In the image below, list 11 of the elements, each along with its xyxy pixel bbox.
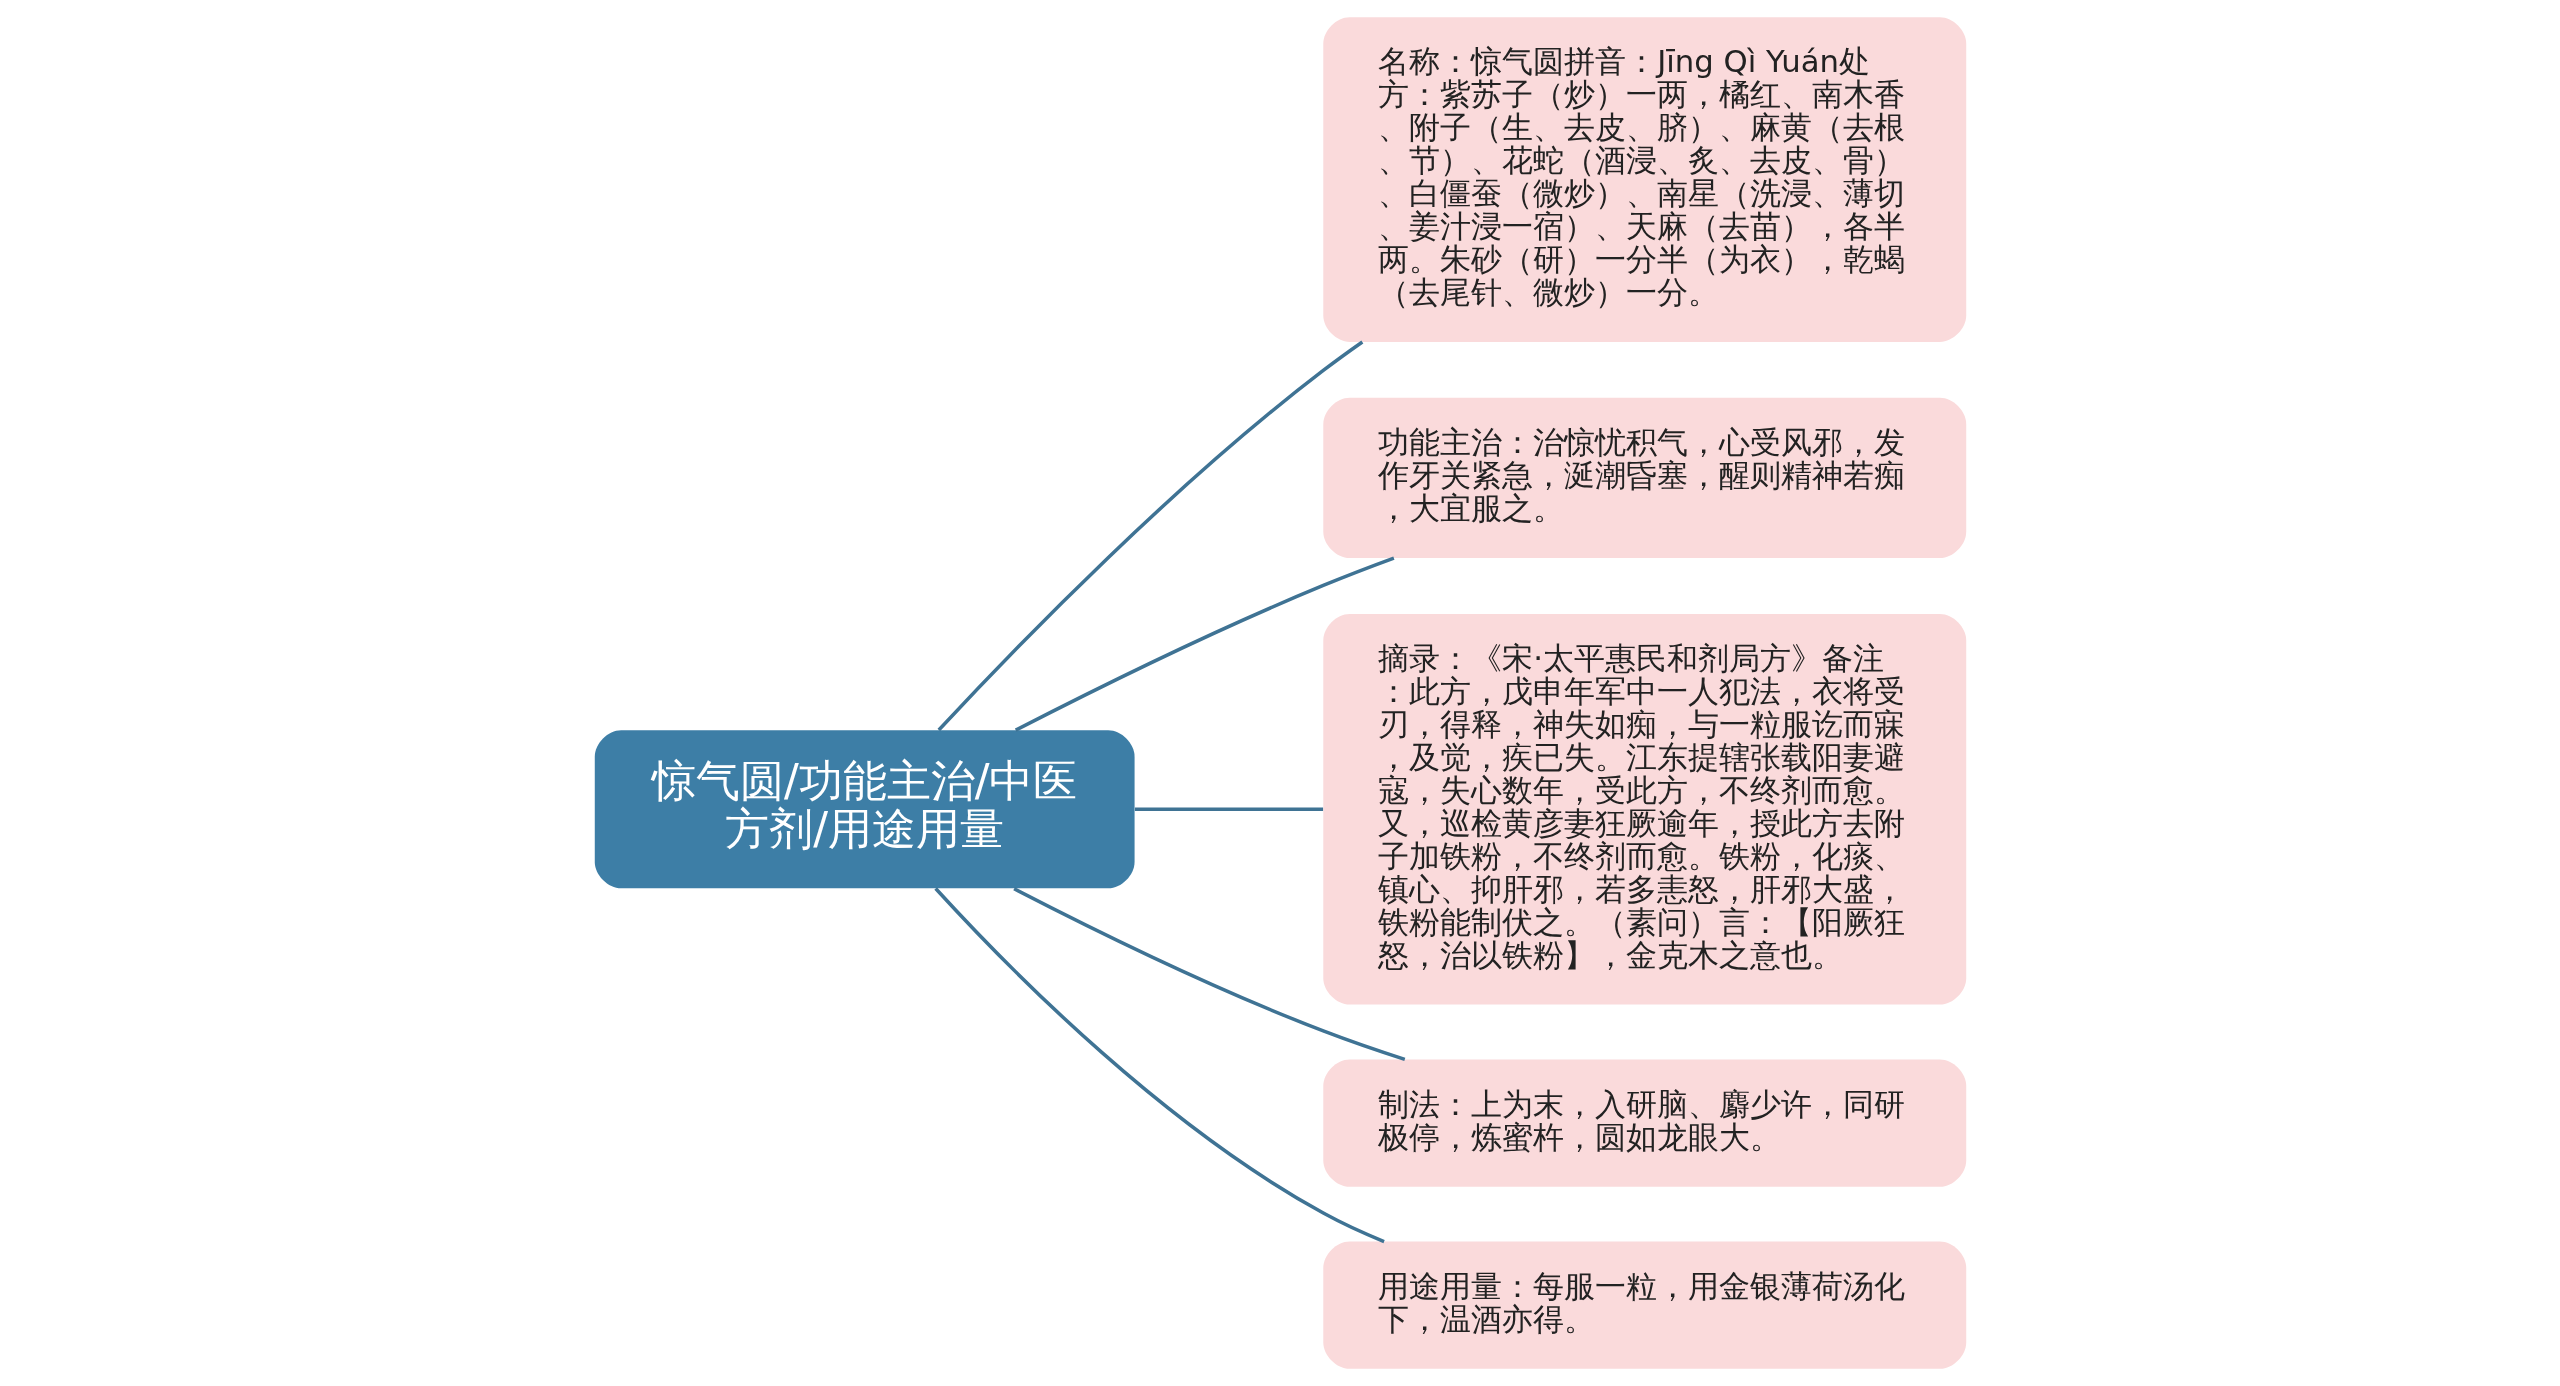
- connector: [1014, 556, 1394, 732]
- connector: [937, 340, 1363, 732]
- node-box: 名称：惊气圆拼音：Jīng Qì Yuán处方：紫苏子（炒）一两，橘红、南木香、附子（生、去皮、脐）、麻黄（去根、节）、花蛇（酒浸、炙、去皮、骨）、白僵蚕（微炒）、南星（洗浸、薄切、姜汁浸一宿）、天麻（去苗），各半两。朱砂（研）一分半（为衣），乾蝎（去尾针、微炒）一分。: [1322, 17, 1966, 342]
- connector: [1134, 807, 1323, 812]
- node-box: 惊气圆/功能主治/中医方剂/用途用量: [594, 730, 1135, 889]
- node-box: 用途用量：每服一粒，用金银薄荷汤化下，温酒亦得。: [1322, 1241, 1966, 1369]
- node-box: 功能主治：治惊忧积气，心受风邪，发作牙关紧急，涎潮昏塞，醒则精神若痴，大宜服之。: [1322, 397, 1966, 559]
- node-box: 制法：上为末，入研脑、麝少许，同研极停，炼蜜杵，圆如龙眼大。: [1322, 1059, 1966, 1187]
- connector: [933, 887, 1385, 1244]
- node-box: 摘录：《宋·太平惠民和剂局方》备注：此方，戊申年军中一人犯法，衣将受刃，得释，神失如痴，与一粒服讫而寐，及觉，疾已失。江东提辖张载阳妻避寇，失心数年，受此方，不终剂而愈。又，巡检黄彦妻狂厥逾年，授此方去附子加铁粉，不终剂而愈。铁粉，化痰、镇心、抑肝邪，若多恚怒，肝邪大盛，铁粉能制伏之。（素问）言：【阳厥狂怒，治以铁粉】，金克木之意也。: [1322, 614, 1966, 1005]
- connector: [1012, 887, 1405, 1062]
